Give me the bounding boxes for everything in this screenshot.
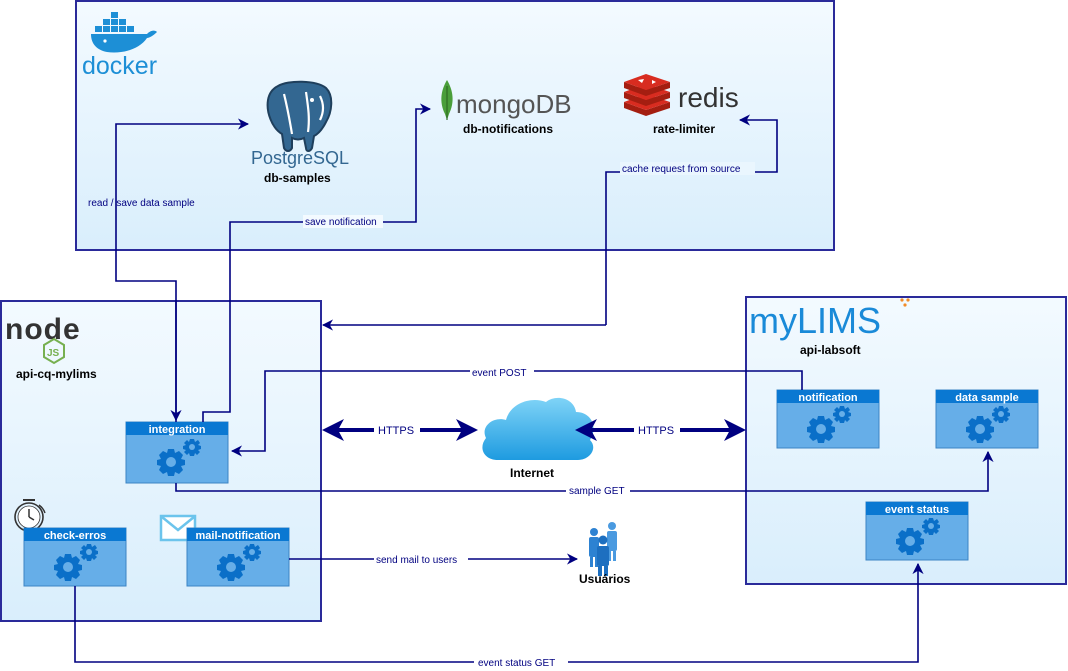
integration-label: integration [149, 424, 206, 436]
node-brand: node [5, 313, 81, 346]
edge-cache-label: cache request from source [622, 164, 741, 175]
edge-https-left-label: HTTPS [378, 425, 414, 437]
edge-event-post [230, 370, 803, 457]
nodejs-badge: JS [47, 348, 60, 359]
docker-whale-icon [91, 12, 157, 53]
postgresql-elephant-icon [266, 80, 333, 152]
internet-label: Internet [510, 466, 554, 480]
notification-component[interactable] [776, 389, 880, 449]
mail-notification-label: mail-notification [196, 530, 281, 542]
users-label: Usuários [579, 572, 631, 586]
users-icon [589, 522, 617, 576]
data-sample-label: data sample [955, 392, 1019, 404]
mylims-dots-icon [900, 298, 910, 307]
rate-limiter-label: rate-limiter [653, 122, 715, 136]
db-samples-label: db-samples [264, 171, 331, 185]
mongodb-brand: mongoDB [456, 89, 572, 119]
nodejs-hexagon-icon [43, 337, 65, 365]
edge-sample-get-label: sample GET [569, 486, 625, 497]
mail-notification-component[interactable] [186, 527, 290, 587]
edge-event-post-label: event POST [472, 368, 526, 379]
postgresql-brand: PostgreSQL [251, 148, 349, 168]
edge-read-save-label: read / save data sample [88, 198, 195, 209]
edge-https-right-label: HTTPS [638, 425, 674, 437]
db-notifications-label: db-notifications [463, 122, 553, 136]
notification-label: notification [798, 392, 858, 404]
event-status-label: event status [885, 504, 949, 516]
docker-logo-text: docker [82, 52, 157, 80]
redis-brand: redis [678, 82, 739, 113]
edge-event-status-label: event status GET [478, 658, 555, 669]
edge-save-notification [202, 103, 432, 422]
redis-cube-icon [624, 74, 670, 116]
docker-frame [75, 0, 835, 251]
integration-component[interactable] [125, 421, 229, 484]
api-labsoft-label: api-labsoft [800, 343, 861, 357]
data-sample-component[interactable] [935, 389, 1039, 449]
internet-cloud-icon [482, 397, 594, 460]
api-cq-label: api-cq-mylims [16, 367, 97, 381]
check-erros-label: check-erros [44, 530, 106, 542]
check-erros-component[interactable] [23, 527, 127, 587]
edge-cache-request [321, 114, 778, 331]
edge-read-save-data-sample [115, 118, 250, 422]
mongodb-leaf-icon [441, 80, 453, 120]
mylims-brand: myLIMS [749, 300, 881, 341]
event-status-component[interactable] [865, 501, 969, 561]
edge-save-notification-label: save notification [305, 217, 377, 228]
edge-send-mail-label: send mail to users [376, 555, 457, 566]
